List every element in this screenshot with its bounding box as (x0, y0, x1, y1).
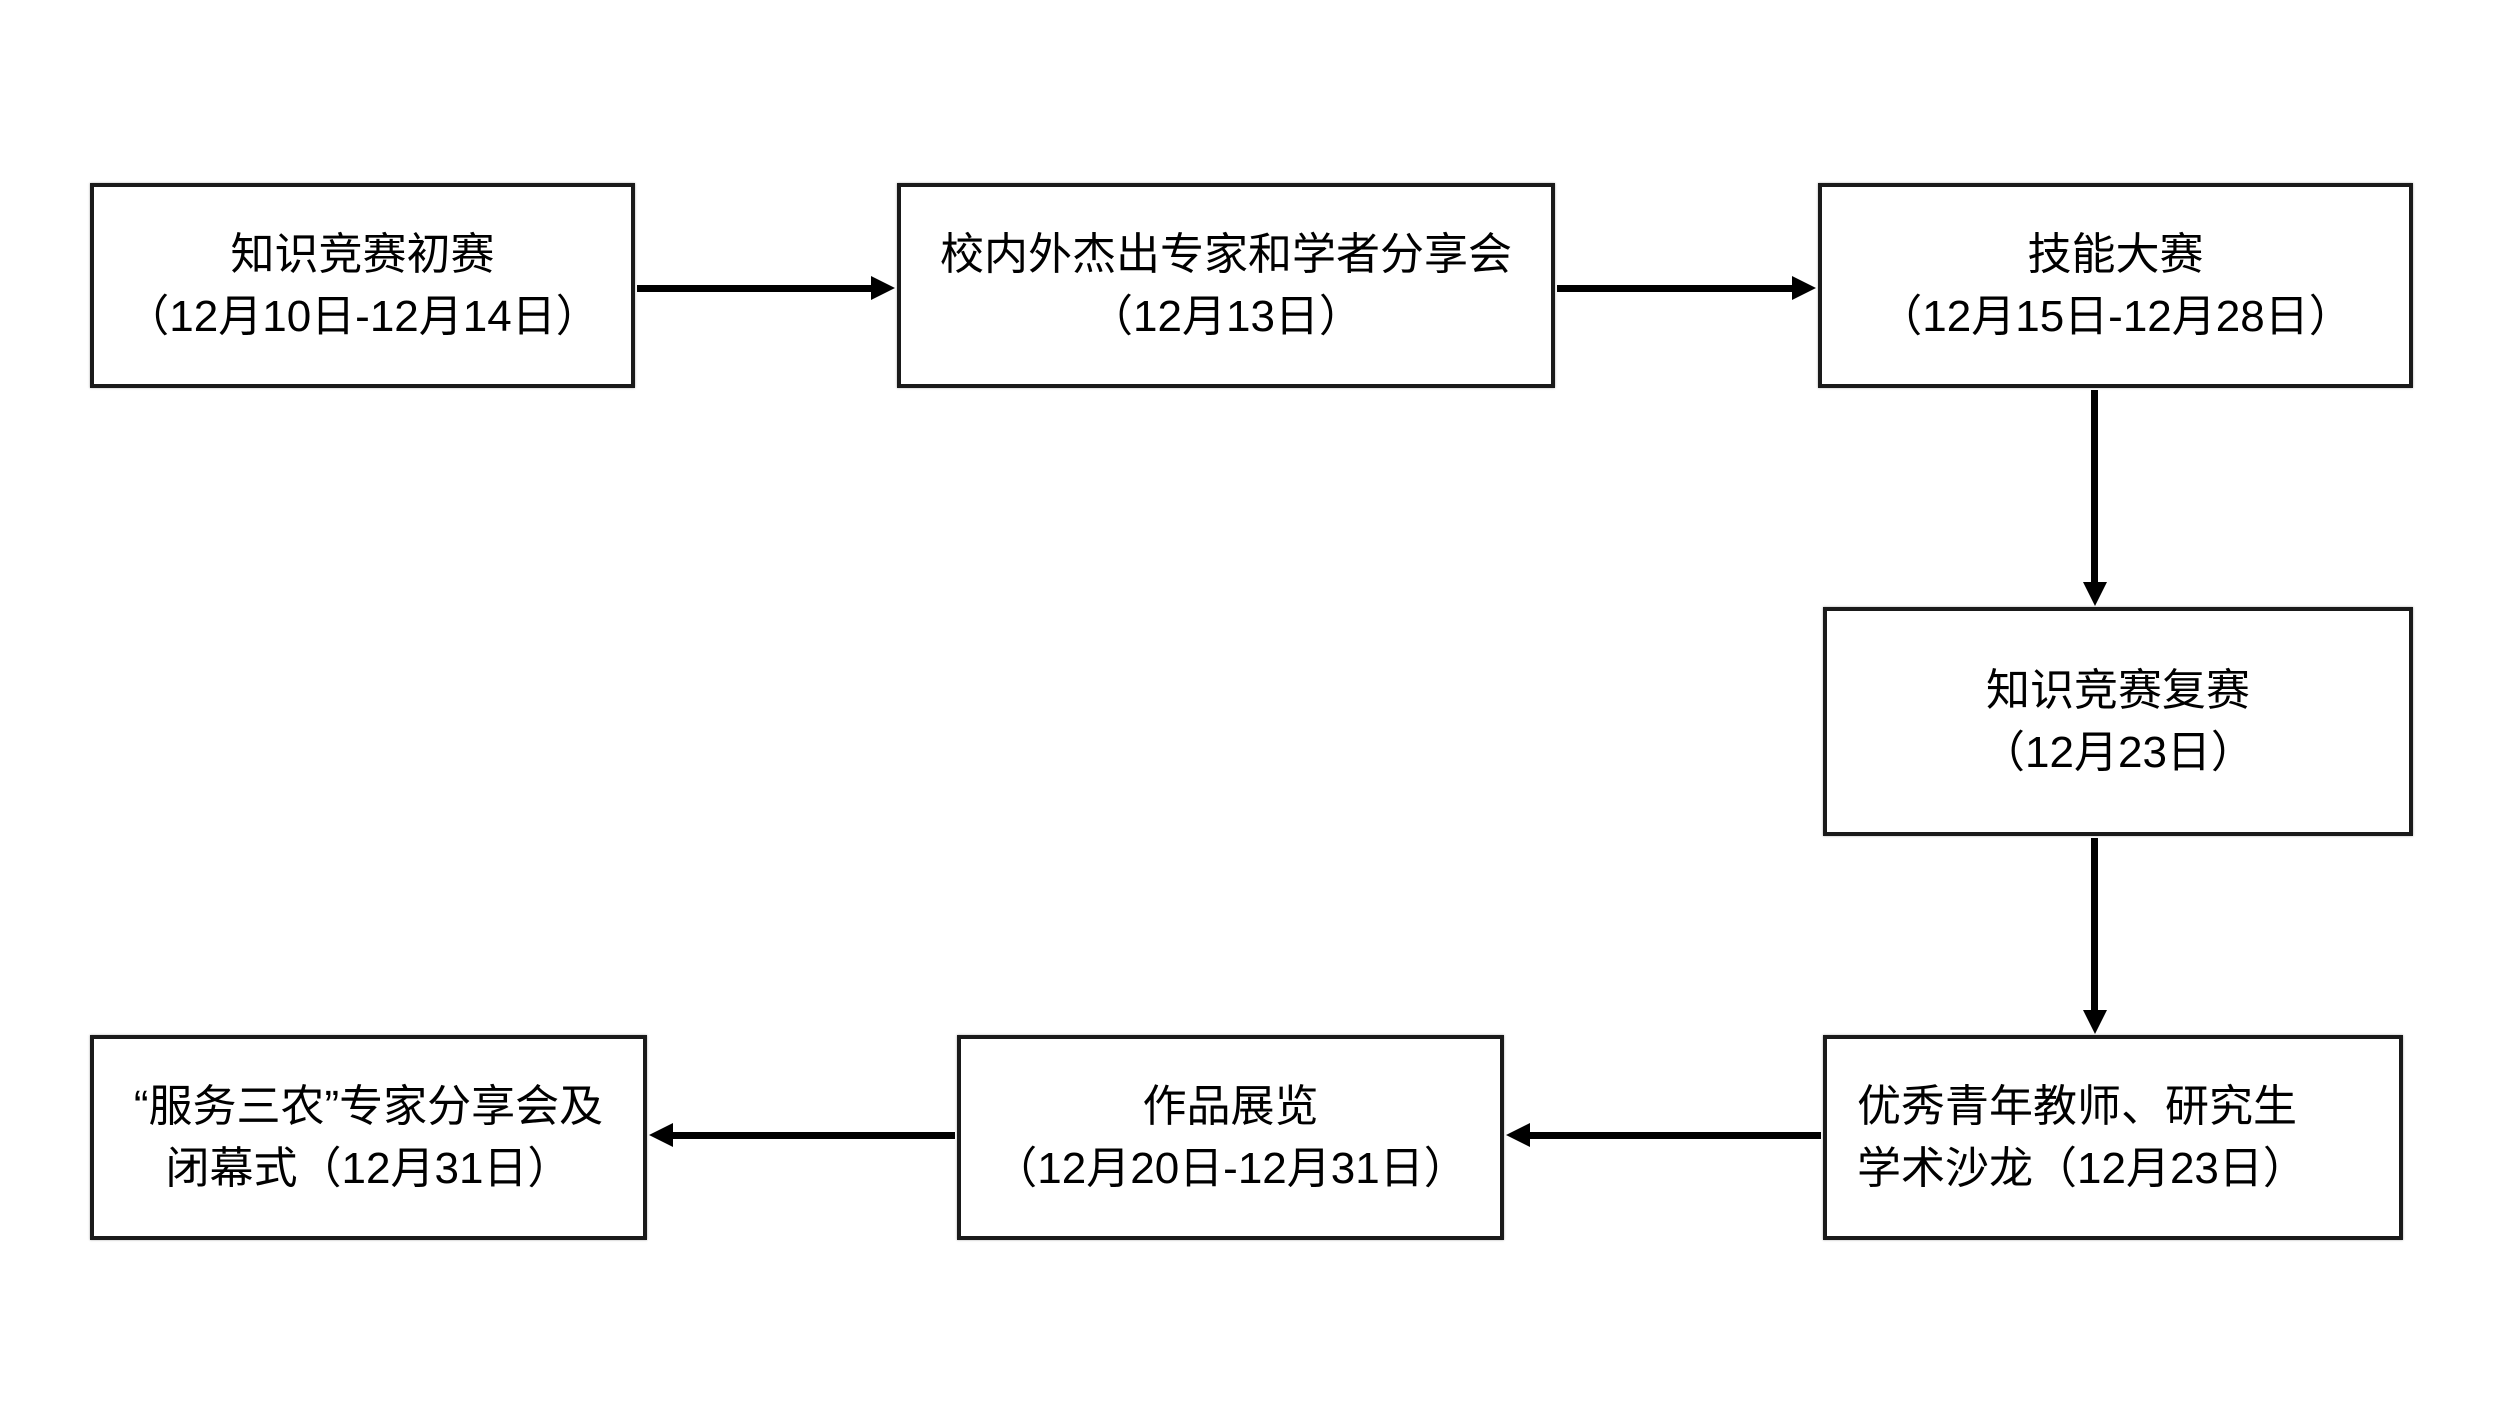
flow-node-knowledge-contest-semifinal: 知识竞赛复赛 （12月23日） (1823, 607, 2413, 836)
node-label-line2: （12月15日-12月28日） (1878, 291, 2353, 341)
arrow-head-right-icon (1792, 276, 1816, 300)
arrow-head-left-icon (1506, 1123, 1530, 1147)
arrow-shaft (2091, 390, 2098, 584)
arrow-shaft (1557, 285, 1793, 292)
flow-node-expert-scholar-sharing: 校内外杰出专家和学者分享会 （12月13日） (897, 183, 1555, 388)
node-label-line2: （12月13日） (1089, 291, 1363, 341)
arrow-head-right-icon (871, 276, 895, 300)
flow-node-works-exhibition: 作品展览 （12月20日-12月31日） (957, 1035, 1504, 1240)
node-label-line1: 技能大赛 (2027, 229, 2204, 279)
node-label-line2: （12月10日-12月14日） (125, 291, 600, 341)
arrow-head-left-icon (649, 1123, 673, 1147)
node-label-line1: 知识竞赛复赛 (1986, 665, 2250, 715)
node-label-line2: （12月20日-12月31日） (993, 1143, 1468, 1193)
arrow-head-down-icon (2083, 582, 2107, 606)
flow-node-knowledge-contest-preliminary: 知识竞赛初赛 （12月10日-12月14日） (90, 183, 635, 388)
node-label-line1: 知识竞赛初赛 (230, 229, 495, 279)
arrow-shaft (637, 285, 873, 292)
flow-node-academic-salon: 优秀青年教师、研究生 学术沙龙（12月23日） (1823, 1035, 2403, 1240)
flow-node-closing-ceremony: “服务三农”专家分享会及 闭幕式（12月31日） (90, 1035, 647, 1240)
arrow-shaft (2091, 838, 2098, 1012)
flow-node-skills-competition: 技能大赛 （12月15日-12月28日） (1818, 183, 2413, 388)
arrow-shaft (1529, 1132, 1821, 1139)
arrow-head-down-icon (2083, 1010, 2107, 1034)
node-label-line2: （12月23日） (1981, 727, 2255, 777)
node-label-line1: 优秀青年教师、研究生 (1857, 1081, 2297, 1131)
node-label-line1: 校内外杰出专家和学者分享会 (940, 229, 1512, 279)
node-label-line2: 学术沙龙（12月23日） (1857, 1143, 2307, 1193)
node-label-line2: 闭幕式（12月31日） (165, 1143, 572, 1193)
node-label-line1: “服务三农”专家分享会及 (133, 1081, 604, 1131)
arrow-shaft (672, 1132, 955, 1139)
node-label-line1: 作品展览 (1142, 1081, 1319, 1131)
